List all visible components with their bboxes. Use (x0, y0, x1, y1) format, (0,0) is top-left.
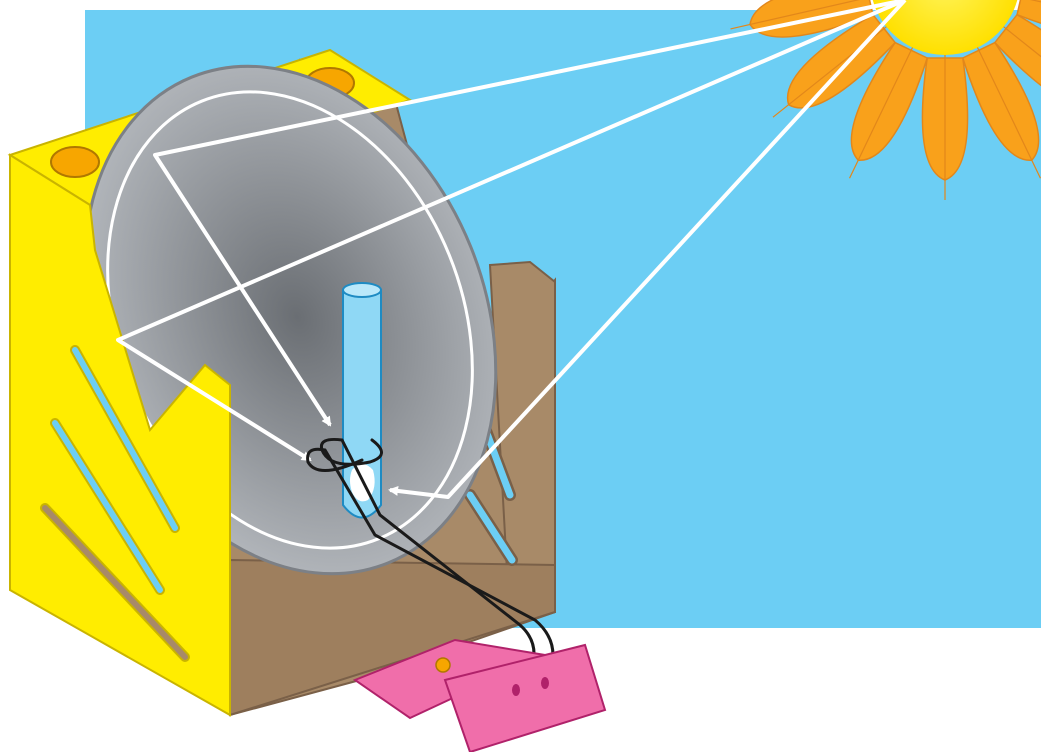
terminal-hole-2 (541, 677, 549, 689)
pink-base-knob (436, 658, 450, 672)
test-tube-mouth (343, 283, 381, 297)
terminal-hole-1 (512, 684, 520, 696)
stand-hole-left (51, 147, 99, 177)
